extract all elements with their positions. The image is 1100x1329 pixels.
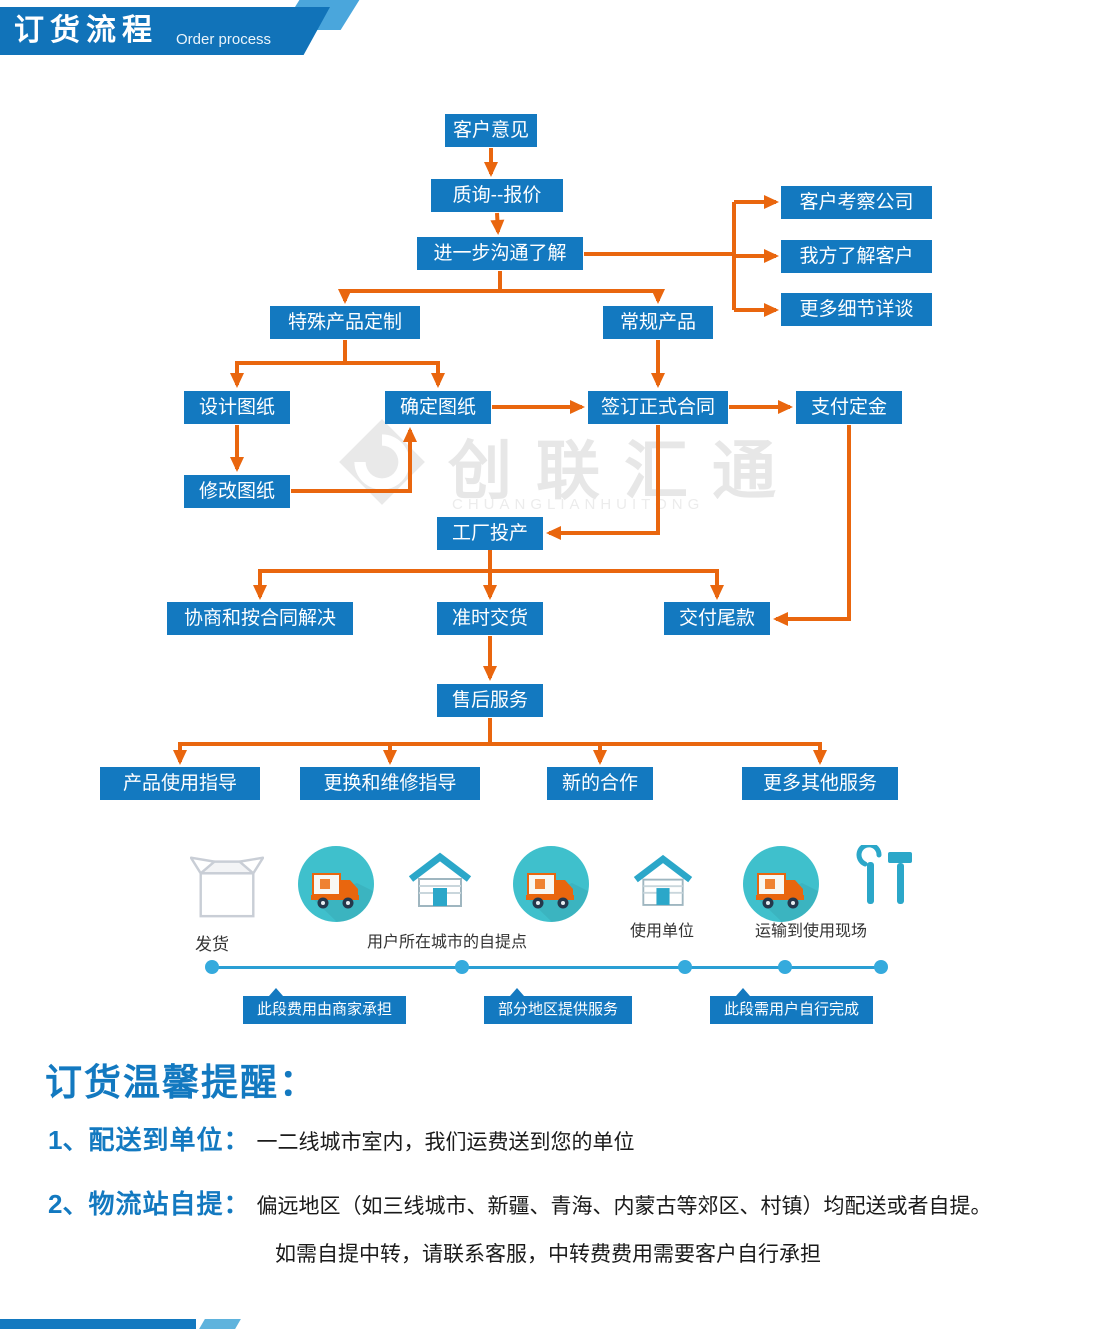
reminder-title: 订货温馨提醒：	[45, 1062, 318, 1103]
reminder-item-number: 2、	[48, 1189, 89, 1219]
package-box-icon	[190, 856, 264, 918]
flow-node-customer-visit-company: 客户考察公司	[781, 186, 932, 219]
flow-node-sign-contract: 签订正式合同	[588, 391, 728, 424]
reminder-item-text: 一二线城市室内，我们运费送到您的单位	[256, 1131, 635, 1154]
flow-node-modify-drawing: 修改图纸	[184, 475, 290, 508]
flow-node-design-drawing: 设计图纸	[184, 391, 290, 424]
flow-node-inquiry-quote: 质询--报价	[431, 179, 563, 212]
flow-node-further-communication: 进一步沟通了解	[417, 237, 583, 270]
header-banner: 订货流程 Order process	[0, 7, 330, 55]
reminder-item-number: 1、	[48, 1125, 89, 1155]
watermark-brand-sub: CHUANGLIANHUITONG	[452, 496, 705, 513]
flow-node-more-services: 更多其他服务	[742, 767, 898, 800]
flow-node-pay-deposit: 支付定金	[796, 391, 902, 424]
page-title: 订货流程	[14, 14, 158, 47]
tools-icon	[856, 845, 912, 904]
timeline-dot	[205, 960, 219, 974]
flow-arrows	[173, 148, 851, 765]
step-label-transport-site: 运输到使用现场	[755, 923, 868, 940]
step-label-pickup-point: 用户所在城市的自提点	[367, 934, 528, 951]
flow-node-after-sales: 售后服务	[437, 684, 543, 717]
timeline-dot	[678, 960, 692, 974]
delivery-truck-icon	[298, 846, 374, 922]
page-subtitle: Order process	[176, 31, 272, 48]
timeline-tag-partial-service: 部分地区提供服务	[484, 988, 633, 1024]
step-label-using-unit: 使用单位	[630, 923, 695, 940]
flow-node-repair-guidance: 更换和维修指导	[300, 767, 480, 800]
reminder-item-pickup: 2、 物流站自提： 偏远地区（如三线城市、新疆、青海、内蒙古等郊区、村镇）均配送…	[48, 1184, 991, 1221]
flow-node-usage-guidance: 产品使用指导	[100, 767, 260, 800]
timeline-tag-merchant-pays: 此段费用由商家承担	[243, 988, 407, 1024]
timeline-dot	[778, 960, 792, 974]
reminder-item-label: 配送到单位：	[88, 1125, 251, 1155]
flow-node-regular-product: 常规产品	[603, 306, 713, 339]
flow-node-on-time-delivery: 准时交货	[437, 602, 543, 635]
reminder-item-delivery: 1、 配送到单位： 一二线城市室内，我们运费送到您的单位	[48, 1120, 634, 1157]
flow-node-pay-balance: 交付尾款	[664, 602, 770, 635]
house-icon	[408, 852, 472, 907]
timeline-dot	[874, 960, 888, 974]
reminder-item-text-continued: 如需自提中转，请联系客服，中转费费用需要客户自行承担	[275, 1243, 821, 1266]
flow-node-custom-product: 特殊产品定制	[270, 306, 420, 339]
flow-node-more-details: 更多细节详谈	[781, 293, 932, 326]
flow-node-know-customer: 我方了解客户	[781, 240, 932, 273]
step-label-shipping: 发货	[195, 935, 229, 954]
flow-node-factory-production: 工厂投产	[437, 517, 543, 550]
reminder-item-text: 偏远地区（如三线城市、新疆、青海、内蒙古等郊区、村镇）均配送或者自提。	[256, 1195, 992, 1218]
reminder-item-label: 物流站自提：	[88, 1189, 251, 1219]
flow-node-new-cooperation: 新的合作	[547, 767, 653, 800]
timeline-tag-user-completes: 此段需用户自行完成	[710, 988, 874, 1024]
house-icon	[633, 854, 693, 906]
delivery-truck-icon	[743, 846, 819, 922]
footer-bar	[0, 1319, 196, 1329]
flow-node-negotiate-resolve: 协商和按合同解决	[167, 602, 353, 635]
footer-accent-shape	[199, 1319, 241, 1329]
timeline-dot	[455, 960, 469, 974]
delivery-truck-icon	[513, 846, 589, 922]
flow-node-confirm-drawing: 确定图纸	[385, 391, 491, 424]
timeline-line	[212, 966, 882, 969]
watermark-brand-name: 创联汇通	[448, 435, 800, 507]
flow-node-customer-opinion: 客户意见	[445, 114, 537, 147]
